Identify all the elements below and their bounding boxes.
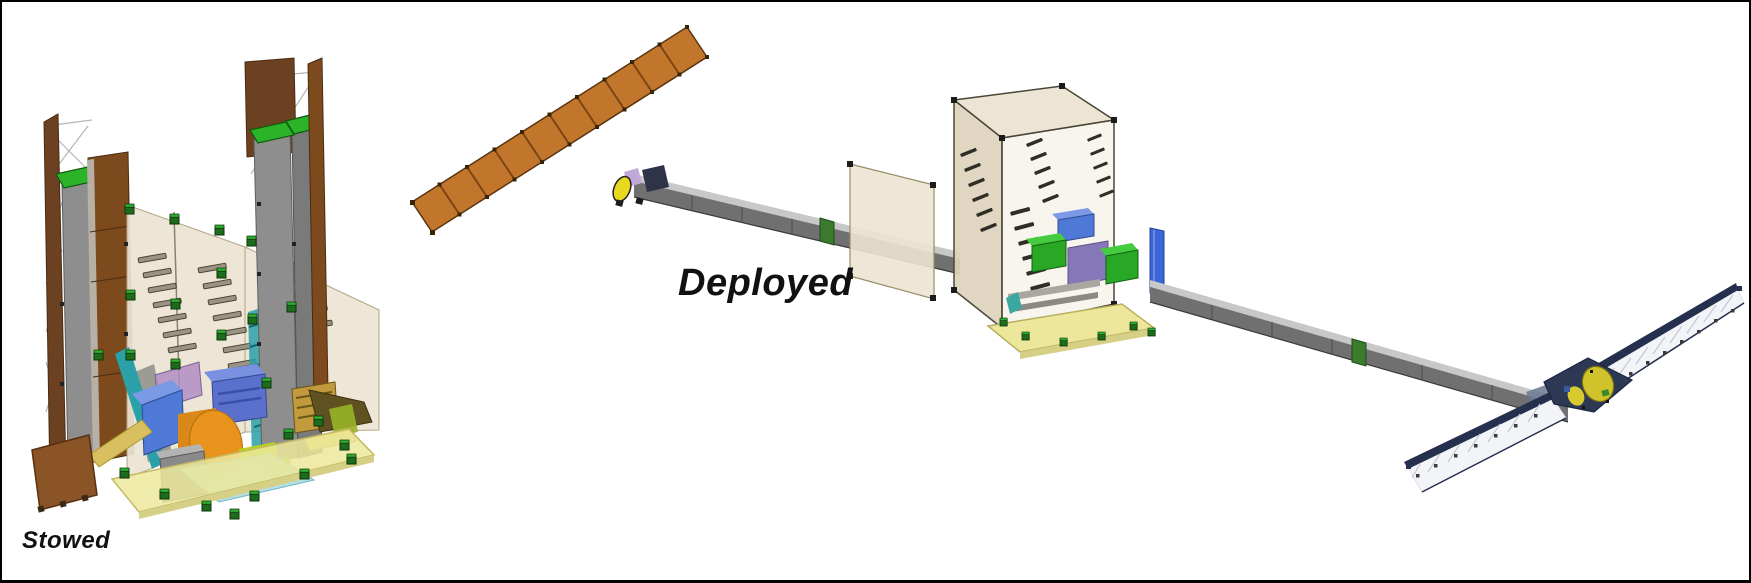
stowed-equipment — [31, 347, 376, 519]
deployed-spacecraft-model — [410, 25, 1745, 493]
panel-corner-brackets — [847, 161, 936, 301]
antenna-wing-lower — [1404, 392, 1567, 493]
blue-box-a-top — [132, 380, 182, 405]
gray-box-top — [156, 444, 204, 459]
bus-base-lip — [1020, 328, 1154, 359]
bus-green-box-b — [1105, 249, 1139, 285]
stowed-label: Stowed — [22, 527, 111, 554]
array-hinge — [612, 165, 669, 207]
bus-purple-box — [1067, 240, 1109, 287]
bus-teal-bit — [1006, 292, 1022, 314]
antenna-lattice-lines-2 — [1411, 403, 1541, 479]
boom-joint-green — [819, 217, 835, 246]
bus-interior — [1006, 206, 1139, 314]
boom-joint-green-2 — [1351, 338, 1367, 367]
tilted-panel — [31, 434, 98, 511]
lattice-antenna — [1404, 283, 1745, 493]
spacecraft-bus — [847, 83, 1165, 359]
starboard-boom — [1149, 280, 1569, 423]
deployed-solar-array — [410, 25, 709, 235]
solar-array-dividers — [438, 43, 681, 216]
antenna-hub — [1543, 357, 1634, 413]
base-plate-lip — [139, 455, 374, 519]
deployed-label: Deployed — [678, 262, 854, 304]
bus-left-floating-panel — [849, 163, 935, 300]
bus-green-box-a — [1031, 239, 1067, 273]
antenna-node-squares-2 — [1416, 414, 1538, 478]
stowed-wing-panel-back-left — [43, 113, 67, 483]
blue-box-b-top — [204, 364, 265, 382]
stowed-dark-fittings — [60, 202, 296, 386]
stowed-wing-panel-edge-strip — [87, 159, 100, 462]
stowed-spacecraft-model — [31, 57, 380, 520]
stowed-right-cap-green-a — [249, 121, 295, 144]
solar-array-edge-tabs — [410, 25, 709, 235]
yellow-wedge — [88, 419, 153, 468]
